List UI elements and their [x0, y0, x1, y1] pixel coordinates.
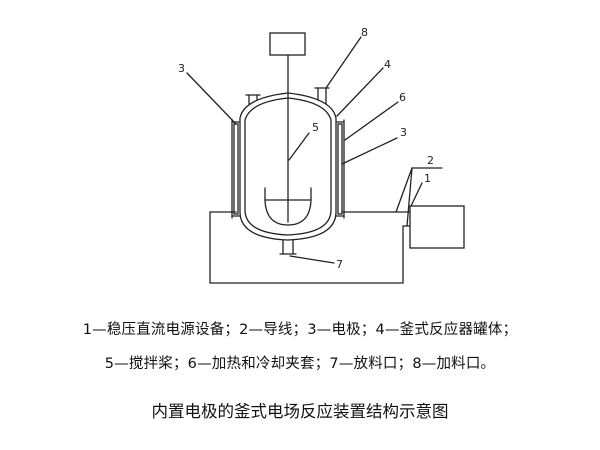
- label-5: 5: [312, 121, 319, 134]
- label-6: 6: [399, 91, 406, 104]
- label-1: 1: [424, 172, 431, 185]
- label-3-right: 3: [400, 126, 407, 139]
- top-nozzle-left: [245, 94, 261, 105]
- leader-2b: [406, 167, 413, 227]
- wire-loop: [209, 211, 411, 284]
- leader-8: [325, 36, 362, 89]
- leader-7: [289, 255, 335, 264]
- discharge-port: [279, 239, 297, 255]
- electrode-left: [233, 123, 239, 215]
- reactor-diagram: 1 2 3 3 4 5 6 7 8: [178, 26, 465, 284]
- label-7: 7: [336, 258, 343, 271]
- jacket-right: [335, 119, 345, 219]
- label-8: 8: [361, 26, 368, 39]
- figure-caption: 内置电极的釜式电场反应装置结构示意图: [151, 402, 449, 421]
- leader-4: [336, 67, 384, 117]
- stirrer-paddle: [264, 187, 312, 226]
- leader-2a: [395, 167, 413, 213]
- jacket-left: [231, 119, 241, 219]
- leader-1: [410, 182, 423, 207]
- dc-power-supply: [409, 205, 465, 249]
- legend-line-2: 5—搅拌桨；6—加热和冷却夹套；7—放料口；8—加料口。: [104, 356, 496, 372]
- label-3-left: 3: [178, 62, 185, 75]
- legend-line-1: 1—稳压直流电源设备；2—导线；3—电极；4—釜式反应器罐体；: [82, 322, 518, 338]
- motor-box: [269, 32, 306, 56]
- reactor-vessel-outer: [239, 92, 337, 241]
- reactor-vessel-inner: [244, 97, 332, 236]
- leader-3a: [186, 72, 237, 125]
- leader-6: [344, 101, 399, 141]
- label-4: 4: [384, 58, 391, 71]
- label-2: 2: [427, 154, 434, 167]
- leader-5: [288, 132, 310, 161]
- leader-3b: [341, 137, 398, 165]
- electrode-right: [337, 123, 343, 215]
